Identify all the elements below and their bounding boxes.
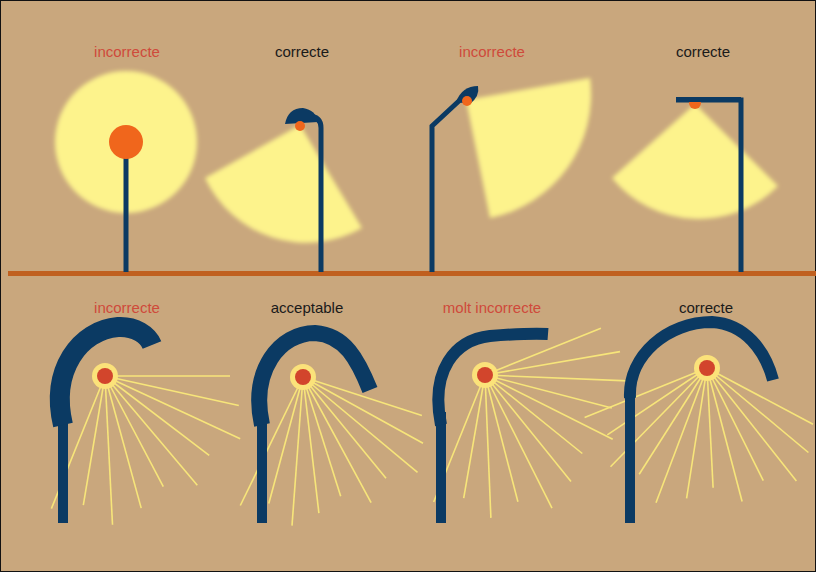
light-ray: [585, 368, 707, 417]
verdict-label: incorrecte: [459, 43, 525, 61]
verdict-label: correcte: [275, 43, 329, 61]
light-ray: [240, 377, 303, 506]
verdict-label: incorrecte: [94, 43, 160, 61]
light-ray: [485, 375, 552, 508]
light-ray: [303, 377, 418, 472]
verdict-label: correcte: [679, 299, 733, 317]
light-ray: [639, 368, 707, 474]
light-ray: [303, 377, 386, 478]
verdict-label: incorrecte: [94, 299, 160, 317]
light-ray: [105, 376, 163, 487]
light-ray: [687, 368, 707, 498]
light-ray: [485, 352, 620, 375]
light-ray: [707, 368, 808, 453]
light-ray: [485, 375, 491, 518]
light-ray: [707, 368, 742, 502]
light-ray: [105, 375, 230, 377]
tilted-lamp: [432, 78, 591, 272]
luminaire-hoods: [60, 322, 773, 523]
light-ray: [83, 376, 105, 505]
light-ray: [707, 368, 713, 488]
ground-line: [8, 271, 816, 276]
light-ray: [105, 376, 240, 439]
light-ray: [303, 377, 319, 513]
light-ray: [105, 376, 197, 485]
light-ray: [485, 375, 612, 408]
light-ray: [303, 377, 341, 496]
lamp-bulbs: [92, 355, 720, 390]
flat-lamp: [612, 97, 778, 272]
light-ray: [303, 377, 371, 503]
light-ray: [269, 377, 303, 504]
light-ray: [105, 376, 113, 525]
verdict-label: molt incorrecte: [443, 299, 541, 317]
light-ray: [707, 368, 763, 481]
light-rays: [51, 328, 813, 525]
curved-arm-lamp: [205, 108, 362, 272]
light-ray: [464, 375, 485, 498]
verdict-label: correcte: [676, 43, 730, 61]
light-ray: [485, 375, 571, 482]
light-ray: [707, 368, 813, 424]
light-ray: [485, 375, 613, 439]
light-ray: [707, 368, 796, 481]
verdict-label: acceptable: [271, 299, 344, 317]
light-ray: [485, 375, 582, 454]
light-ray: [105, 376, 209, 455]
globe-lamp: [55, 71, 197, 272]
